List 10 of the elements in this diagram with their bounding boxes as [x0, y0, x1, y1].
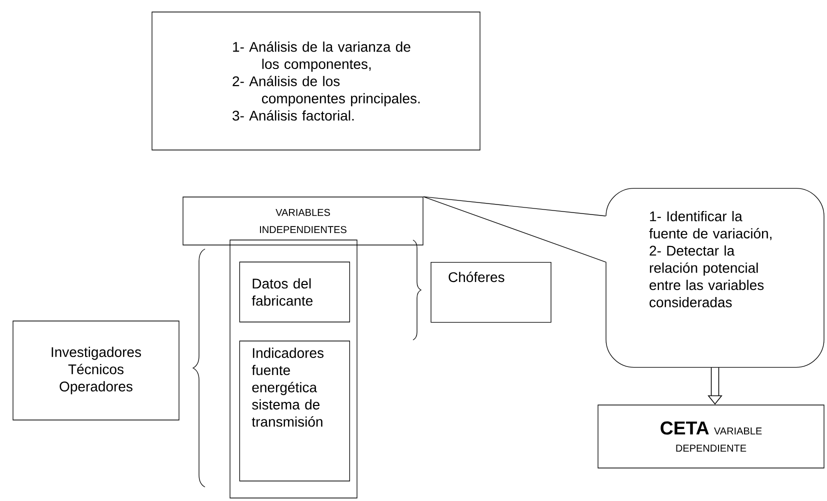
group-box	[230, 240, 358, 498]
text-box: CETA VARIABLE DEPENDIENTE	[598, 404, 824, 468]
text-box: Indicadores fuente energética sistema de transmisión	[239, 340, 350, 482]
speech-bubble: 1- Identificar la fuente de variación, 2- Detectar la relación potencial entre las variables consideradas	[606, 188, 824, 368]
callout-pointer	[423, 196, 607, 262]
text-box: Datos del fabricante	[239, 262, 350, 322]
text-box: Chóferes	[430, 262, 552, 323]
label-box: VARIABLES INDEPENDIENTES	[182, 196, 424, 246]
text-box: Investigadores Técnicos Operadores	[12, 320, 180, 420]
list-box: 1- Análisis de la varianza de los componentes, 2- Análisis de los componentes principales. 3- Análisis factorial.	[152, 12, 480, 150]
